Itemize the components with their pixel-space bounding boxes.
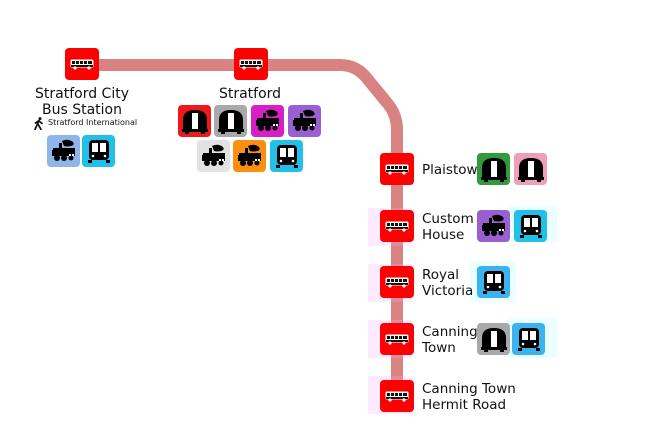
connection-district-line[interactable] [477, 153, 510, 185]
stop-canning-town-hermit-road[interactable] [380, 380, 414, 412]
connection-hammersmith-city-line[interactable] [514, 153, 547, 185]
stop-label-canning-town-hermit-road: Canning Town Hermit Road [422, 381, 516, 413]
stop-name-line: Stratford [218, 86, 282, 102]
tube-train-icon [517, 158, 544, 182]
stop-name-line: Hermit Road [422, 397, 507, 413]
connection-jubilee-line[interactable] [477, 323, 510, 355]
connection-central-line[interactable] [178, 105, 211, 137]
rail-train-icon [201, 144, 225, 166]
connection-elizabeth-line[interactable] [477, 210, 510, 242]
stop-custom-house[interactable] [380, 210, 414, 242]
connection-dlr[interactable] [512, 323, 545, 355]
stop-plaistow[interactable] [380, 153, 414, 185]
route-path [76, 59, 403, 402]
bus-icon [385, 334, 409, 345]
stop-name-line: Canning Town [422, 381, 516, 397]
stop-name-line: Royal [422, 267, 460, 283]
stop-name-line: Bus Station [42, 102, 122, 118]
connection-dlr[interactable] [270, 140, 303, 172]
walk-link-stratford-international[interactable]: Stratford International [48, 118, 138, 127]
stop-name-line: Stratford City [35, 86, 129, 102]
connection-c2c[interactable] [233, 140, 266, 172]
bus-icon [385, 164, 409, 175]
stop-name-line: Canning [422, 324, 478, 340]
walking-person-icon [34, 117, 43, 130]
stop-label-custom-house: Custom House [422, 211, 474, 243]
dlr-train-icon [275, 145, 298, 168]
connection-elizabeth-line[interactable] [288, 105, 321, 137]
connection-overground[interactable] [251, 105, 284, 137]
rail-train-icon [237, 144, 261, 166]
stop-stratford[interactable] [234, 48, 268, 80]
stop-label-plaistow: Plaistow [422, 162, 478, 178]
dlr-train-icon [519, 215, 542, 238]
connection-greater-anglia[interactable] [197, 140, 230, 172]
tube-train-icon [181, 110, 208, 134]
stop-stratford-city-bus-station[interactable] [65, 48, 99, 80]
bus-icon [239, 59, 263, 70]
tube-train-icon [480, 328, 507, 352]
connection-dlr[interactable] [514, 210, 547, 242]
tube-train-icon [217, 110, 244, 134]
stop-name-line: Plaistow [422, 162, 478, 178]
dlr-train-icon [517, 328, 540, 351]
stop-label-stratford-city-bus-station: Stratford City Bus Station [20, 86, 144, 118]
stop-name-line: House [422, 227, 465, 243]
tube-train-icon [480, 158, 507, 182]
rail-train-icon [51, 139, 75, 161]
connection-dlr[interactable] [82, 135, 115, 167]
stop-name-line: Victoria [422, 283, 474, 299]
dlr-train-icon [87, 140, 110, 163]
dlr-train-icon [482, 271, 505, 294]
stop-canning-town[interactable] [380, 323, 414, 355]
stop-label-royal-victoria: Royal Victoria [422, 267, 473, 299]
rail-train-icon [292, 109, 316, 131]
stop-label-stratford: Stratford [200, 86, 300, 102]
stop-royal-victoria[interactable] [380, 266, 414, 298]
bus-icon [385, 391, 409, 402]
rail-train-icon [255, 109, 279, 131]
connection-jubilee-line[interactable] [214, 105, 247, 137]
rail-train-icon [481, 214, 505, 236]
bus-icon [385, 221, 409, 232]
connection-national-rail[interactable] [47, 135, 80, 167]
connection-dlr[interactable] [477, 266, 510, 298]
stop-name-line: Town [422, 340, 456, 356]
stop-label-canning-town: Canning Town [422, 324, 478, 356]
stop-name-line: Custom [422, 211, 474, 227]
bus-icon [385, 277, 409, 288]
bus-icon [70, 59, 94, 70]
